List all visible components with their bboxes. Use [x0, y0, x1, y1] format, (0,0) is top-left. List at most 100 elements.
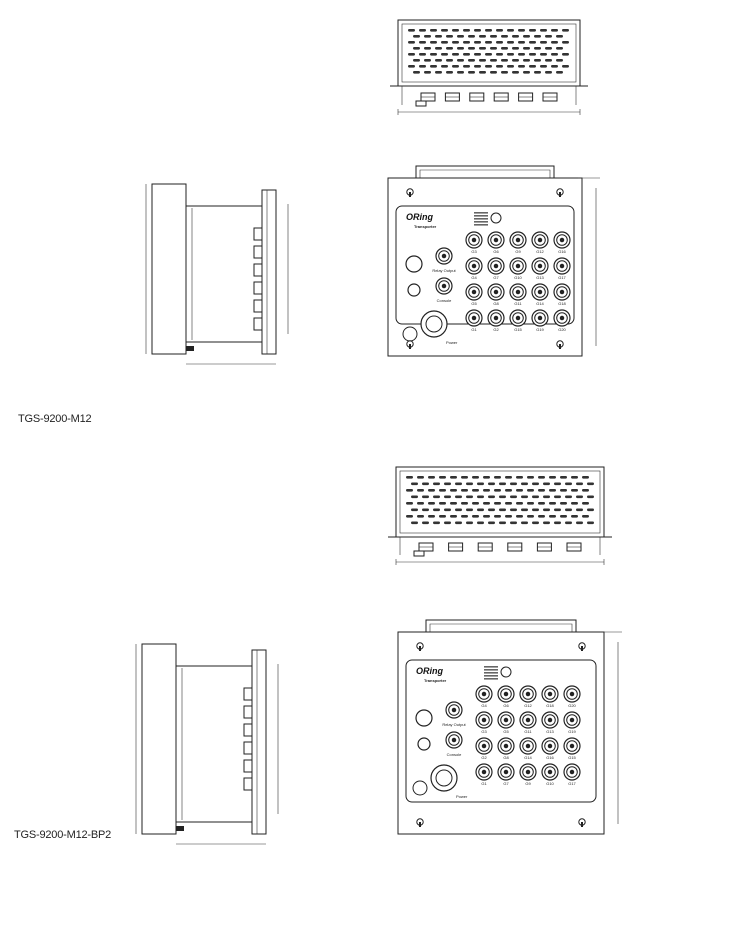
vent-slot	[441, 41, 448, 44]
vent-slot	[461, 476, 468, 479]
side-connector	[243, 741, 253, 755]
vent-slot	[419, 41, 426, 44]
port-core	[525, 717, 531, 723]
port-core	[537, 263, 543, 269]
port-label: G19	[536, 327, 544, 332]
vent-slot	[444, 482, 451, 486]
vent-slot	[466, 495, 473, 499]
port-core	[451, 707, 457, 713]
vent-slot	[582, 489, 589, 492]
vent-slot	[571, 476, 578, 479]
vent-slot	[446, 35, 453, 38]
vent-slot	[556, 59, 563, 62]
vent-slot	[554, 508, 561, 512]
vent-slot	[527, 476, 534, 479]
port-core	[537, 237, 543, 243]
vent-slot	[501, 59, 508, 62]
vent-slot	[413, 59, 420, 62]
port-label: G2	[493, 327, 499, 332]
port-core	[441, 253, 447, 259]
vent-slot	[587, 508, 594, 512]
vent-slot	[565, 521, 572, 525]
side-connector	[253, 245, 263, 259]
port-core	[481, 769, 487, 775]
port-core	[559, 315, 565, 321]
vent-slot	[411, 508, 418, 512]
vent-slot	[435, 47, 442, 50]
vent-slot	[560, 476, 567, 479]
vent-slot	[507, 41, 514, 44]
port-core	[569, 769, 575, 775]
vent-slot	[450, 476, 457, 479]
vent-slot	[461, 515, 468, 518]
port-core	[493, 263, 499, 269]
vent-slot	[549, 502, 556, 505]
led-row	[474, 215, 488, 217]
port-core	[559, 237, 565, 243]
side-front-plate	[251, 649, 267, 835]
vent-slot	[523, 35, 530, 38]
port-core	[471, 263, 477, 269]
vent-slot	[474, 41, 481, 44]
vent-slot	[551, 65, 558, 68]
vent-slot	[424, 47, 431, 50]
vent-slot	[452, 65, 459, 68]
vent-slot	[505, 502, 512, 505]
vent-slot	[571, 502, 578, 505]
vent-slot	[477, 521, 484, 525]
vent-slot	[518, 41, 525, 44]
vent-slot	[512, 59, 519, 62]
caption-m12: TGS-9200-M12	[18, 413, 92, 425]
vent-slot	[499, 495, 506, 499]
vent-slot	[587, 495, 594, 499]
port-core	[493, 237, 499, 243]
vent-slot	[527, 502, 534, 505]
face-panel	[395, 205, 575, 325]
vent-slot	[463, 41, 470, 44]
port-core	[515, 289, 521, 295]
vent-slot	[479, 59, 486, 62]
vent-slot	[455, 482, 462, 486]
port-core	[547, 769, 553, 775]
relay-label: Relay Output	[432, 268, 456, 273]
vent-slot	[512, 47, 519, 50]
vent-slot	[518, 53, 525, 56]
vent-slot	[428, 476, 435, 479]
port-core	[569, 743, 575, 749]
vent-slot	[516, 489, 523, 492]
port-core	[525, 691, 531, 697]
vent-slot	[516, 515, 523, 518]
side-rear-plate	[141, 643, 177, 835]
vent-slot	[468, 47, 475, 50]
vent-slot	[479, 35, 486, 38]
vent-slot	[562, 29, 569, 32]
port-label: G13	[536, 275, 544, 280]
vent-slot	[441, 29, 448, 32]
vent-slot	[576, 508, 583, 512]
vent-slot	[554, 521, 561, 525]
port-label: G1	[481, 781, 487, 786]
vent-slot	[435, 71, 442, 74]
vent-slot	[505, 476, 512, 479]
vent-slot	[446, 47, 453, 50]
vent-slot	[527, 489, 534, 492]
port-label: G9	[515, 249, 521, 254]
console-label: Console	[437, 298, 452, 303]
port-core	[471, 237, 477, 243]
vent-slot	[538, 502, 545, 505]
vent-slot	[512, 71, 519, 74]
port-core	[451, 737, 457, 743]
vent-slot	[485, 29, 492, 32]
keyhole-slot	[419, 646, 421, 651]
vent-slot	[494, 489, 501, 492]
port-label: G11	[514, 301, 522, 306]
port-label: G18	[558, 301, 566, 306]
vent-slot	[417, 515, 424, 518]
vent-slot	[433, 495, 440, 499]
port-core	[471, 289, 477, 295]
vent-slot	[560, 489, 567, 492]
vent-slot	[483, 515, 490, 518]
vent-slot	[430, 53, 437, 56]
keyhole-slot	[409, 192, 411, 197]
vent-slot	[551, 29, 558, 32]
